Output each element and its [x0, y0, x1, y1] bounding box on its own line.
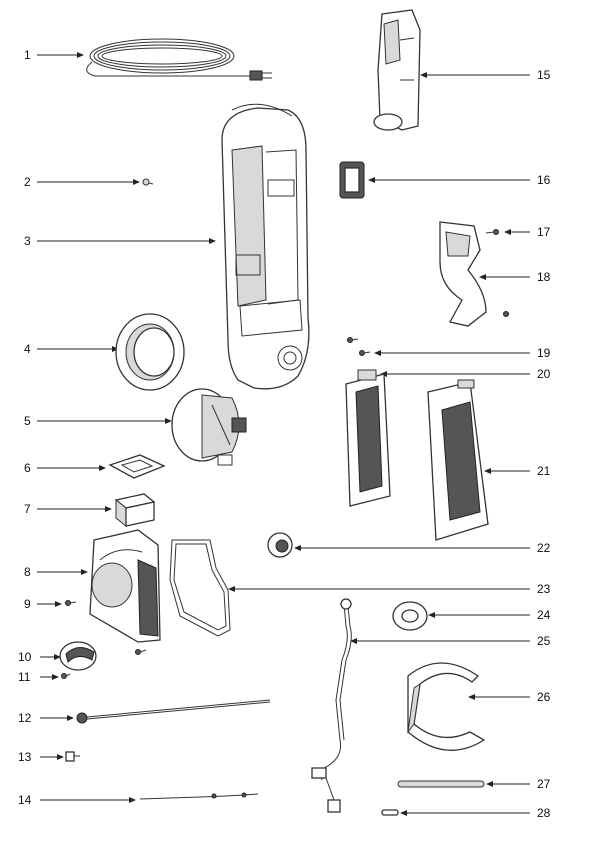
part-washer [392, 601, 428, 631]
part-wire-harness [311, 598, 352, 813]
part-rod-assembly [76, 699, 271, 724]
part-lower-housing [89, 529, 161, 643]
callout-4: 4 [24, 342, 31, 356]
part-filter-block [114, 493, 156, 528]
arrowhead-2 [133, 179, 140, 185]
arrowhead-28 [400, 810, 407, 816]
arrowhead-18 [479, 274, 486, 280]
callout-19: 19 [537, 346, 551, 360]
callout-22: 22 [537, 541, 551, 555]
part-motor-ring [115, 313, 185, 391]
callout-9: 9 [24, 597, 31, 611]
part-screws-19 [347, 337, 371, 356]
arrowhead-11 [52, 674, 59, 680]
arrowhead-9 [55, 601, 62, 607]
callout-26: 26 [537, 690, 551, 704]
part-small-screw [142, 178, 154, 186]
part-hepa-filter [345, 369, 391, 507]
callout-6: 6 [24, 461, 31, 475]
arrowhead-12 [67, 715, 74, 721]
part-wire [139, 792, 259, 800]
callout-3: 3 [24, 234, 31, 248]
callout-21: 21 [537, 464, 551, 478]
part-pin [397, 780, 485, 788]
callout-2: 2 [24, 175, 31, 189]
arrowhead-15 [420, 72, 427, 78]
arrowheads [52, 52, 511, 816]
part-handle-bracket [373, 9, 421, 131]
arrowhead-22 [294, 545, 301, 551]
arrowhead-14 [129, 797, 136, 803]
callout-23: 23 [537, 582, 551, 596]
part-screw-17 [485, 229, 499, 235]
part-connector [65, 751, 80, 762]
part-screw-11 [61, 649, 147, 679]
arrowhead-6 [99, 465, 106, 471]
callout-27: 27 [537, 777, 551, 791]
part-knob [59, 641, 97, 671]
callout-28: 28 [537, 806, 551, 820]
callout-11: 11 [18, 670, 31, 684]
arrowhead-23 [228, 586, 235, 592]
arrowhead-5 [165, 418, 172, 424]
part-housing-gasket [169, 539, 231, 637]
part-power-cord [86, 38, 272, 81]
arrowhead-24 [428, 612, 435, 618]
arrowhead-26 [468, 694, 475, 700]
part-bumper-strip [407, 662, 486, 751]
callout-18: 18 [537, 270, 551, 284]
callout-16: 16 [537, 173, 551, 187]
arrowhead-10 [54, 654, 61, 660]
callout-12: 12 [18, 711, 32, 725]
callout-5: 5 [24, 414, 31, 428]
callout-20: 20 [537, 367, 551, 381]
callout-13: 13 [18, 750, 32, 764]
callout-7: 7 [24, 502, 31, 516]
part-cord-hook [439, 221, 509, 327]
callout-14: 14 [18, 793, 32, 807]
part-square-seal [339, 161, 365, 199]
part-main-body-housing [221, 103, 310, 390]
callout-25: 25 [537, 634, 551, 648]
arrowhead-16 [368, 177, 375, 183]
arrowhead-21 [484, 468, 491, 474]
arrowhead-7 [105, 506, 112, 512]
arrowhead-8 [81, 569, 88, 575]
part-motor [171, 388, 247, 466]
arrowhead-25 [350, 638, 357, 644]
callout-10: 10 [18, 650, 32, 664]
part-screw-9 [65, 600, 77, 606]
arrowhead-3 [209, 238, 216, 244]
arrowhead-17 [504, 229, 511, 235]
callout-numbers: 1 2 3 4 5 6 7 8 9 10 11 12 13 14 15 16 1… [18, 48, 551, 820]
callout-17: 17 [537, 225, 551, 239]
part-filter-door [427, 379, 489, 541]
part-small-pin [381, 809, 399, 816]
part-switch [267, 532, 293, 558]
arrowhead-1 [77, 52, 84, 58]
arrowhead-13 [57, 754, 64, 760]
callout-15: 15 [537, 68, 551, 82]
callout-24: 24 [537, 608, 551, 622]
arrowhead-19 [374, 350, 381, 356]
leader-lines [37, 54, 530, 814]
arrowhead-27 [486, 781, 493, 787]
part-motor-gasket [108, 454, 166, 479]
callout-1: 1 [24, 48, 31, 62]
callout-8: 8 [24, 565, 31, 579]
